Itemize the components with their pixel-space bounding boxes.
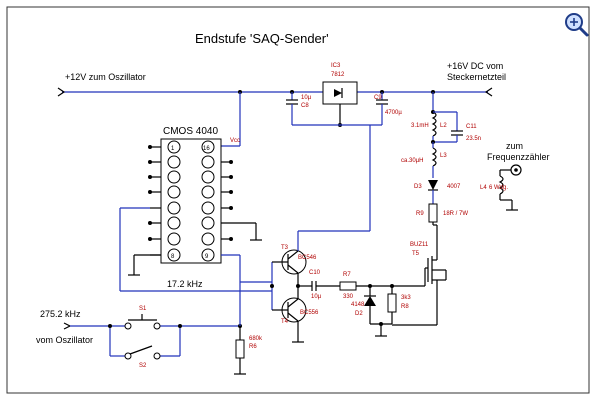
diode-d2 — [364, 286, 392, 337]
counter-label-2: Frequenzzähler — [487, 152, 550, 162]
l3-ref: L3 — [440, 153, 447, 159]
r7-value: 330 — [343, 294, 354, 300]
ic-output-wire — [221, 222, 262, 241]
c10-ref: C10 — [309, 270, 321, 276]
t5-ref: T5 — [412, 251, 420, 257]
l4-ref: L4 — [480, 185, 487, 191]
r8-value: 3k3 — [401, 295, 411, 301]
input-wire — [63, 282, 242, 357]
switch-s1 — [124, 314, 161, 330]
freq-17k-label: 17.2 kHz — [167, 279, 203, 289]
inductor-l4 — [498, 169, 518, 211]
r9-ref: R9 — [416, 211, 424, 217]
magnifier-plus-icon[interactable] — [565, 13, 589, 37]
t4-ref: T4 — [281, 319, 289, 325]
c8-ref: C8 — [301, 103, 309, 109]
l4-value: 6 Wdg. — [489, 185, 508, 191]
diode-d3 — [428, 180, 438, 204]
regulator-ic3 — [322, 81, 358, 127]
t5-type: BUZ11 — [410, 242, 429, 248]
capacitor-c11 — [431, 111, 463, 144]
capacitor-c9 — [376, 92, 388, 125]
c9-ref: C9 — [374, 95, 382, 101]
r6-value: 680k — [249, 336, 263, 342]
ic-name: CMOS 4040 — [163, 126, 218, 137]
d2-ref: D2 — [355, 311, 363, 317]
clock-17k-wire — [119, 207, 274, 310]
ic-pin-16: 16 — [203, 146, 210, 152]
transistor-t3 — [272, 125, 371, 275]
inductor-l2 — [431, 92, 437, 142]
counter-label-1: zum — [506, 141, 523, 151]
r6-ref: R6 — [249, 344, 257, 350]
switch-s2 — [124, 345, 161, 360]
c10-value: 10µ — [311, 294, 322, 300]
ic-pin-1: 1 — [171, 146, 175, 152]
inductor-l3 — [431, 142, 437, 178]
cmos-4040-chip — [148, 138, 233, 264]
input-source: vom Oszillator — [36, 335, 93, 345]
counter-output-jack — [510, 164, 522, 176]
transistor-t4 — [272, 297, 307, 343]
c11-value: 23.5n — [466, 136, 481, 142]
t3-type: BC546 — [298, 255, 317, 261]
c11-ref: C11 — [466, 124, 477, 130]
regulator-ref: IC3 — [331, 63, 341, 69]
supply-rail — [57, 87, 493, 97]
ic-pin-9: 9 — [205, 254, 209, 260]
resistor-r8 — [387, 286, 397, 324]
s2-label: S2 — [139, 363, 147, 369]
resistor-r6 — [234, 326, 246, 375]
s1-label: S1 — [139, 306, 147, 312]
t4-type: BC556 — [300, 310, 319, 316]
t3-ref: T3 — [281, 245, 289, 251]
mosfet-t5 — [424, 225, 447, 325]
resistor-r7 — [339, 281, 425, 291]
input-frequency: 275.2 kHz — [40, 309, 81, 319]
capacitor-c10 — [311, 281, 340, 291]
l3-value: ca.30µH — [401, 158, 423, 164]
resistor-r9 — [428, 203, 438, 226]
vcc-label: Vcc — [230, 138, 240, 144]
l2-ref: L2 — [440, 123, 447, 129]
d3-type: 4007 — [447, 184, 461, 190]
c9-value: 4700µ — [385, 110, 402, 116]
c8-value: 10µ — [301, 95, 312, 101]
regulator-type: 7812 — [331, 72, 345, 78]
supply-right-label-1: +16V DC vom — [447, 61, 503, 71]
supply-left-label: +12V zum Oszillator — [65, 72, 146, 82]
diagram-frame — [6, 6, 590, 394]
diagram-title: Endstufe 'SAQ-Sender' — [195, 31, 329, 46]
r7-ref: R7 — [343, 272, 351, 278]
ic-pin-8: 8 — [171, 254, 175, 260]
d2-type: 4148 — [351, 302, 365, 308]
r8-ref: R8 — [401, 304, 409, 310]
capacitor-c8 — [286, 92, 382, 126]
d3-ref: D3 — [414, 184, 422, 190]
r9-value: 18R / 7W — [443, 211, 468, 217]
supply-right-label-2: Steckernetzteil — [447, 72, 506, 82]
l2-value: 3.1mH — [411, 123, 429, 129]
ic-ground-wire — [128, 254, 161, 276]
emitter-node — [296, 273, 312, 299]
